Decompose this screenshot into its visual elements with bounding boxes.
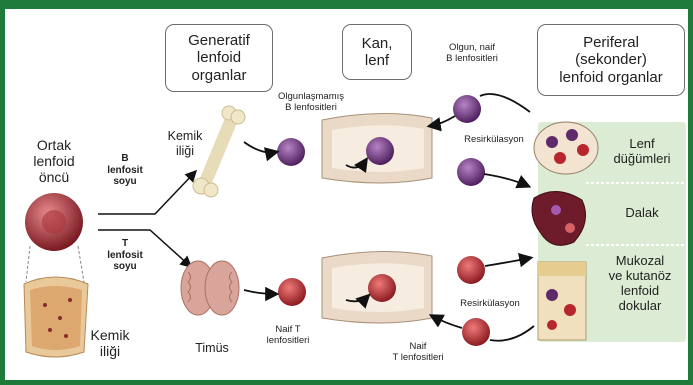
b-cell-mature: [453, 95, 481, 123]
t-lineage-label: T lenfosit soyu: [100, 238, 150, 273]
b-cell-recirc: [457, 158, 485, 186]
recirculation-top-label: Resirkülasyon: [454, 135, 534, 146]
b-lineage-label: B lenfosit soyu: [100, 153, 150, 188]
t-cell-naive-2: [462, 318, 490, 346]
naive-t-label: Naif T lenfositleri: [253, 325, 323, 347]
header-generative-organs: Generatif lenfoid organlar: [165, 24, 273, 92]
naive-t-2-label: Naif T lenfositleri: [378, 342, 458, 364]
header-blood-lymph: Kan, lenf: [342, 24, 412, 80]
thymus-icon: [181, 261, 239, 315]
bone-marrow-label: Kemik iliği: [85, 327, 135, 359]
bone-marrow-tissue: [24, 277, 88, 357]
mucosal-tissues-label: Mukozal ve kutanöz lenfoid dokular: [594, 254, 686, 314]
immature-b-label: Olgunlaşmamış B lenfositleri: [265, 92, 357, 114]
b-cell-immature: [277, 138, 305, 166]
t-cell-vessel: [368, 274, 396, 302]
recirculation-bottom-label: Resirkülasyon: [450, 299, 530, 310]
thymus-label: Timüs: [188, 341, 236, 356]
progenitor-cell: [25, 193, 83, 251]
b-cell-vessel: [366, 137, 394, 165]
spleen-label: Dalak: [606, 206, 678, 221]
t-cell-recirc: [457, 256, 485, 284]
progenitor-label: Ortak lenfoid öncü: [22, 137, 86, 185]
mature-naive-b-label: Olgun, naif B lenfositleri: [432, 43, 512, 65]
lymph-nodes-label: Lenf düğümleri: [606, 137, 678, 167]
t-cell-naive: [278, 278, 306, 306]
header-peripheral-organs: Periferal (sekonder) lenfoid organlar: [537, 24, 685, 96]
lymph-node-icon: [534, 122, 598, 174]
mucosa-icon: [538, 262, 586, 340]
bone-marrow-organ-label: Kemik iliği: [160, 129, 210, 159]
